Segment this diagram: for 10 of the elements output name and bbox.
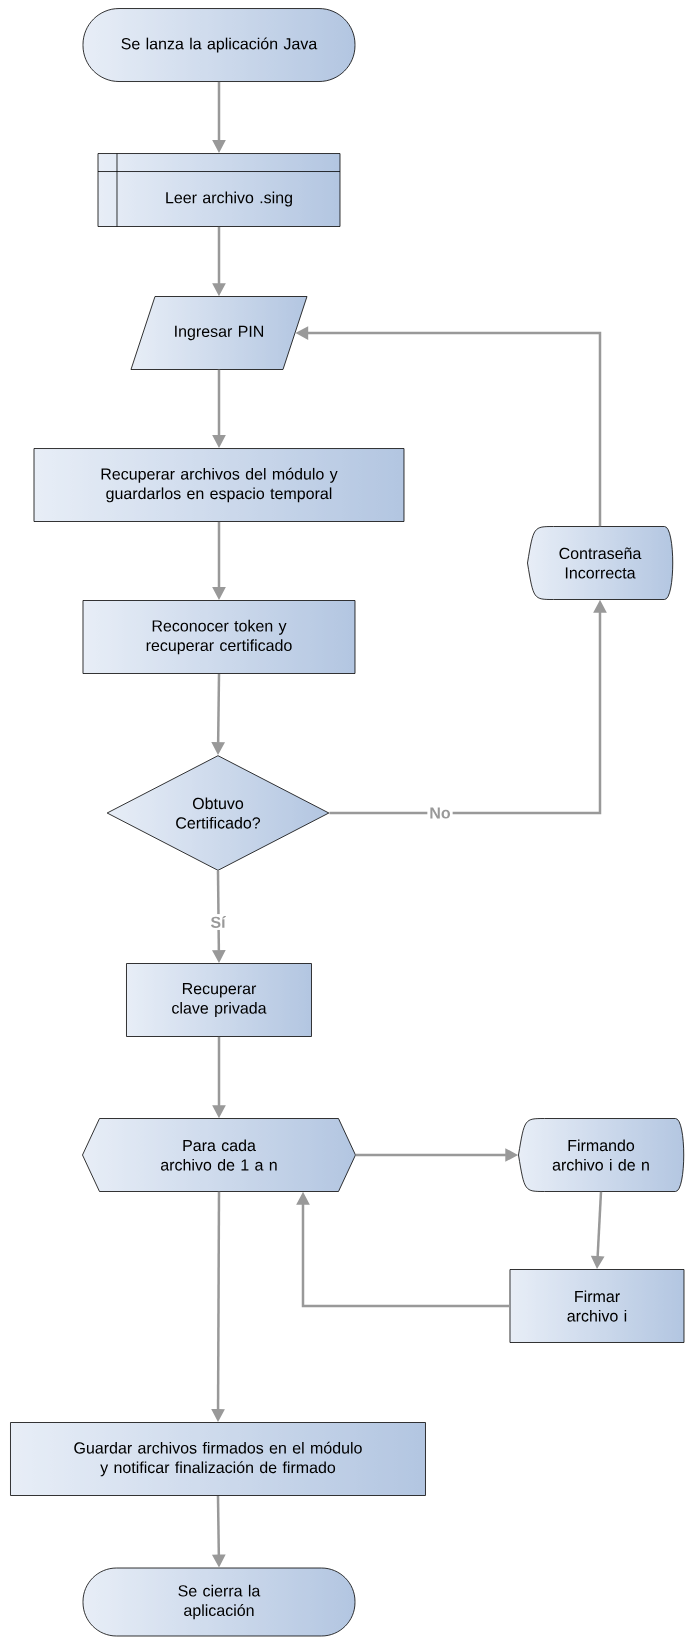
- edge-label: Sí: [208, 914, 228, 930]
- process-box: Reconocer token y recuperar certificado: [82, 600, 356, 674]
- edge-label: No: [427, 805, 453, 821]
- process-box: Recuperar clave privada: [126, 963, 312, 1037]
- subroutine-box: Leer archivo .sing: [97, 153, 341, 227]
- process-box: Firmar archivo i: [509, 1269, 685, 1343]
- input-parallelogram: Ingresar PIN: [130, 296, 308, 370]
- loop-hexagon: Para cada archivo de 1 a n: [82, 1118, 356, 1192]
- process-box: Recuperar archivos del módulo y guardarlos en espacio temporal: [33, 448, 405, 522]
- process-box: Guardar archivos firmados en el módulo y notificar finalización de firmado: [10, 1422, 426, 1496]
